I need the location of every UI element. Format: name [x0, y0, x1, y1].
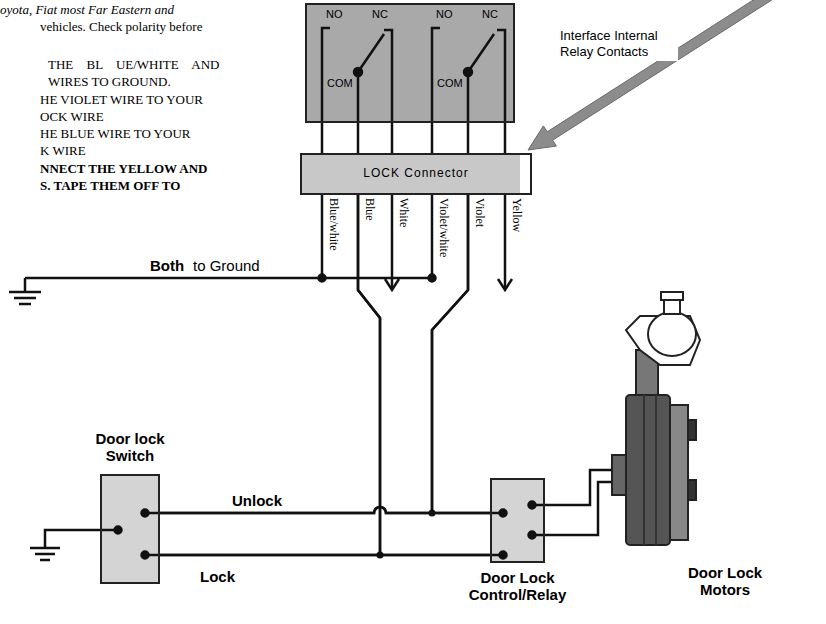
door-lock-switch: Door lock Switch [100, 474, 160, 584]
relay-box: NO NC COM NO NC COM [305, 3, 515, 123]
switch-heading: Door lock Switch [75, 430, 185, 465]
ground-wires [319, 275, 326, 282]
ground-wires [321, 195, 324, 278]
instruction-text: NNECT THE YELLOW AND [40, 161, 207, 177]
ground-wires [9, 195, 436, 304]
callout-label: Interface Internal Relay Contacts [560, 28, 678, 61]
wire-label: Violet/white [436, 198, 451, 257]
relay-contacts [384, 30, 392, 123]
door-lock-motor [626, 395, 670, 545]
door-lock-motor [688, 480, 696, 500]
relay-contacts [354, 68, 362, 76]
door-lock-motor [688, 420, 696, 440]
switch-terminals [115, 527, 122, 534]
contact-label: COM [437, 77, 463, 89]
ground-label: to Ground [193, 257, 260, 274]
control-terminals [500, 552, 507, 559]
instruction-text: HE VIOLET WIRE TO YOUR [40, 92, 203, 108]
ground-wires [25, 277, 432, 280]
wire-label: White [396, 198, 411, 227]
motor-label: Door Lock Motors [675, 564, 775, 599]
unused-wires [385, 279, 399, 290]
wire-connector [391, 123, 394, 153]
contact-label: NO [326, 8, 343, 20]
control-terminals [490, 470, 612, 559]
door-lock-motor [664, 300, 680, 314]
relay-contacts [497, 30, 505, 123]
switch-terminals [142, 552, 149, 559]
door-lock-motor [612, 292, 700, 545]
relay-contacts [432, 28, 440, 123]
switch-terminals [142, 510, 149, 517]
lock-connector: LOCK Connector [300, 153, 532, 195]
wire-label: Blue [362, 198, 377, 221]
ground-wires [429, 275, 436, 282]
wire-connector [467, 123, 470, 153]
wire-label: Blue/white [326, 198, 341, 251]
relay-contacts [322, 28, 505, 123]
door-lock-motor [670, 405, 688, 540]
ground-wires [9, 292, 41, 304]
relay-contacts [468, 34, 494, 123]
contact-label: NC [482, 8, 498, 20]
box-fill [490, 478, 545, 563]
control-terminals [529, 532, 536, 539]
switch-terminals [45, 530, 118, 548]
control-terminals [500, 510, 507, 517]
unused-wires [391, 195, 394, 289]
connector-label: LOCK Connector [302, 166, 530, 180]
wire-connector [432, 195, 490, 513]
instruction-text: vehicles. Check polarity before [40, 19, 202, 35]
door-lock-motor [644, 395, 656, 545]
control-heading: Door Lock Control/Relay [448, 569, 588, 604]
switch-terminals [145, 513, 160, 555]
ground-wires [431, 195, 434, 278]
box-fill [100, 3, 545, 584]
relay-contacts [322, 28, 330, 123]
instruction-text: WIRES TO GROUND. [48, 74, 171, 90]
relay-contacts [464, 68, 472, 76]
contact-label: NC [372, 8, 388, 20]
wire-connector [358, 195, 490, 555]
switch-terminals [30, 548, 60, 560]
contact-label: COM [327, 77, 353, 89]
wire-connector [160, 195, 380, 555]
door-lock-control: Door Lock Control/Relay [490, 478, 545, 563]
relay-contacts [358, 34, 384, 123]
callout-arrow [528, 0, 778, 150]
instruction-text: oyota, Fiat most Far Eastern and [0, 2, 174, 18]
switch-terminals [30, 510, 160, 561]
callout-arrow [528, 0, 778, 150]
wire-label: Yellow [509, 198, 524, 232]
instruction-text: HE BLUE WIRE TO YOUR [40, 126, 190, 142]
unused-wires [498, 279, 512, 290]
door-lock-motor [648, 312, 696, 356]
junction-dots [377, 510, 436, 559]
wire-connector [160, 507, 490, 513]
ground-label: Both [150, 257, 184, 274]
door-lock-motor [612, 455, 626, 495]
instruction-text: K WIRE [40, 143, 86, 159]
contact-label: NO [436, 8, 453, 20]
wire-connector [160, 195, 468, 513]
wire-connector [357, 123, 360, 153]
ground-wires [24, 278, 27, 292]
instruction-text: OCK WIRE [40, 109, 104, 125]
door-lock-motor [661, 292, 683, 300]
instruction-text: S. TAPE THEM OFF TO [40, 178, 180, 194]
box-fill [305, 3, 515, 123]
wire-connector [504, 123, 507, 153]
wire-label: Lock [200, 568, 235, 585]
unused-wires [385, 195, 512, 290]
wire-label: Violet [472, 198, 487, 227]
wire-connector [321, 123, 324, 153]
wire-connector [160, 554, 490, 557]
wire-label: Unlock [232, 492, 282, 509]
wire-connector [431, 123, 434, 153]
instruction-text: THE BL UE/WHITE AND [48, 57, 219, 73]
control-terminals [529, 502, 536, 509]
unused-wires [504, 195, 507, 289]
